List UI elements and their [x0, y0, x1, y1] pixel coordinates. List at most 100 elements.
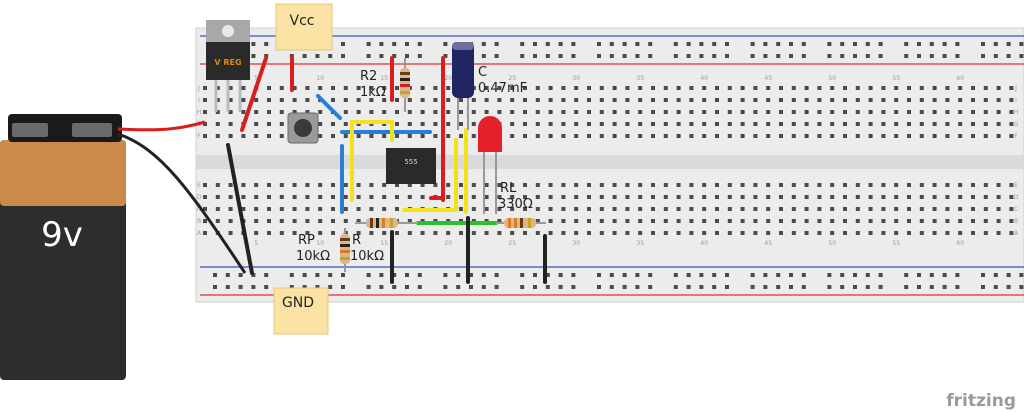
breadboard-hole	[676, 183, 681, 187]
rail-hole	[789, 54, 793, 58]
breadboard-hole	[612, 86, 617, 90]
rail-hole	[942, 285, 947, 289]
breadboard-hole	[727, 122, 732, 126]
row-letter: A	[197, 230, 202, 237]
resistor-rl-band-2	[514, 218, 517, 228]
breadboard-hole	[279, 231, 284, 235]
rail-hole	[763, 54, 768, 58]
breadboard-hole	[791, 98, 796, 102]
breadboard-hole	[945, 183, 950, 187]
resistor-r2-band-1	[400, 72, 410, 75]
breadboard-hole	[663, 98, 668, 102]
breadboard-hole	[343, 183, 348, 187]
rail-hole	[673, 54, 678, 58]
column-number: 45	[764, 75, 772, 82]
column-number: 35	[636, 240, 644, 247]
breadboard-hole	[676, 134, 681, 138]
rail-hole	[1019, 273, 1024, 277]
breadboard-hole	[663, 110, 668, 114]
breadboard-hole	[254, 219, 259, 223]
led-body	[478, 116, 502, 152]
breadboard-hole	[343, 207, 348, 211]
rail-hole	[494, 54, 499, 58]
breadboard-hole	[587, 219, 591, 223]
rail-hole	[341, 273, 345, 277]
breadboard-hole	[279, 134, 284, 138]
breadboard-hole	[407, 219, 412, 223]
rail-hole	[993, 273, 998, 277]
breadboard-hole	[395, 98, 399, 102]
breadboard-hole	[203, 86, 207, 90]
breadboard-hole	[855, 219, 860, 223]
breadboard-hole	[983, 219, 988, 223]
breadboard-hole	[971, 98, 975, 102]
breadboard-hole	[203, 110, 207, 114]
breadboard-hole	[971, 207, 975, 211]
breadboard-hole	[510, 122, 515, 126]
component-labels: R2 1kΩ C 0.47mF RL 330Ω RP 10kΩ R 10kΩ	[296, 65, 533, 264]
breadboard-hole	[804, 183, 809, 187]
timer-chip-label: 555	[404, 158, 417, 166]
breadboard-hole	[343, 86, 348, 90]
battery-lead-black	[117, 132, 247, 274]
timer-chip: 555	[386, 148, 436, 184]
label-r2-value: 1kΩ	[360, 85, 386, 100]
rail-hole	[405, 54, 409, 58]
breadboard-hole	[702, 134, 707, 138]
rail-hole	[789, 42, 793, 46]
breadboard-hole	[791, 86, 796, 90]
column-number: 10	[316, 240, 324, 247]
breadboard-hole	[279, 98, 284, 102]
breadboard-hole	[638, 195, 643, 199]
breadboard-hole	[446, 134, 451, 138]
breadboard-hole	[497, 231, 502, 235]
breadboard-hole	[663, 231, 668, 235]
rail-hole	[635, 54, 640, 58]
label-rp-name: RP	[298, 233, 315, 248]
breadboard-hole	[241, 195, 246, 199]
breadboard-hole	[689, 134, 694, 138]
breadboard-hole	[907, 207, 911, 211]
potentiometer-rp-body	[340, 234, 350, 264]
column-number: 50	[828, 240, 836, 247]
breadboard-hole	[228, 110, 233, 114]
rail-hole	[750, 54, 755, 58]
column-number: 10	[316, 75, 324, 82]
breadboard-hole	[983, 86, 988, 90]
breadboard-hole	[855, 195, 860, 199]
rail-hole	[801, 273, 806, 277]
breadboard-hole	[894, 183, 899, 187]
label-cap-value: 0.47mF	[478, 81, 527, 96]
breadboard-hole	[420, 134, 425, 138]
timer-chip-body	[386, 148, 436, 184]
breadboard-hole	[766, 98, 771, 102]
rail-hole	[328, 54, 333, 58]
breadboard-hole	[343, 98, 348, 102]
rail-hole	[520, 273, 525, 277]
breadboard-hole	[715, 219, 719, 223]
breadboard-hole	[331, 122, 335, 126]
rail-hole	[878, 285, 883, 289]
breadboard-hole	[599, 195, 604, 199]
breadboard-hole	[510, 207, 515, 211]
breadboard-hole	[894, 195, 899, 199]
note-vcc-paper	[275, 3, 333, 51]
rail-hole	[648, 285, 653, 289]
rail-hole	[558, 42, 563, 46]
breadboard-hole	[907, 122, 911, 126]
rail-hole	[917, 54, 921, 58]
breadboard-hole	[855, 231, 860, 235]
breadboard-hole	[894, 134, 899, 138]
breadboard-hole	[318, 86, 323, 90]
breadboard-hole	[407, 98, 412, 102]
breadboard-hole	[254, 122, 259, 126]
breadboard-hole	[471, 207, 476, 211]
potentiometer-rp-band-2	[340, 244, 350, 247]
breadboard-hole	[471, 134, 476, 138]
rail-hole	[904, 54, 909, 58]
battery: 9v	[0, 114, 126, 380]
breadboard-hole	[868, 183, 873, 187]
breadboard-hole	[305, 110, 310, 114]
breadboard-hole	[702, 219, 707, 223]
breadboard-hole	[715, 183, 719, 187]
